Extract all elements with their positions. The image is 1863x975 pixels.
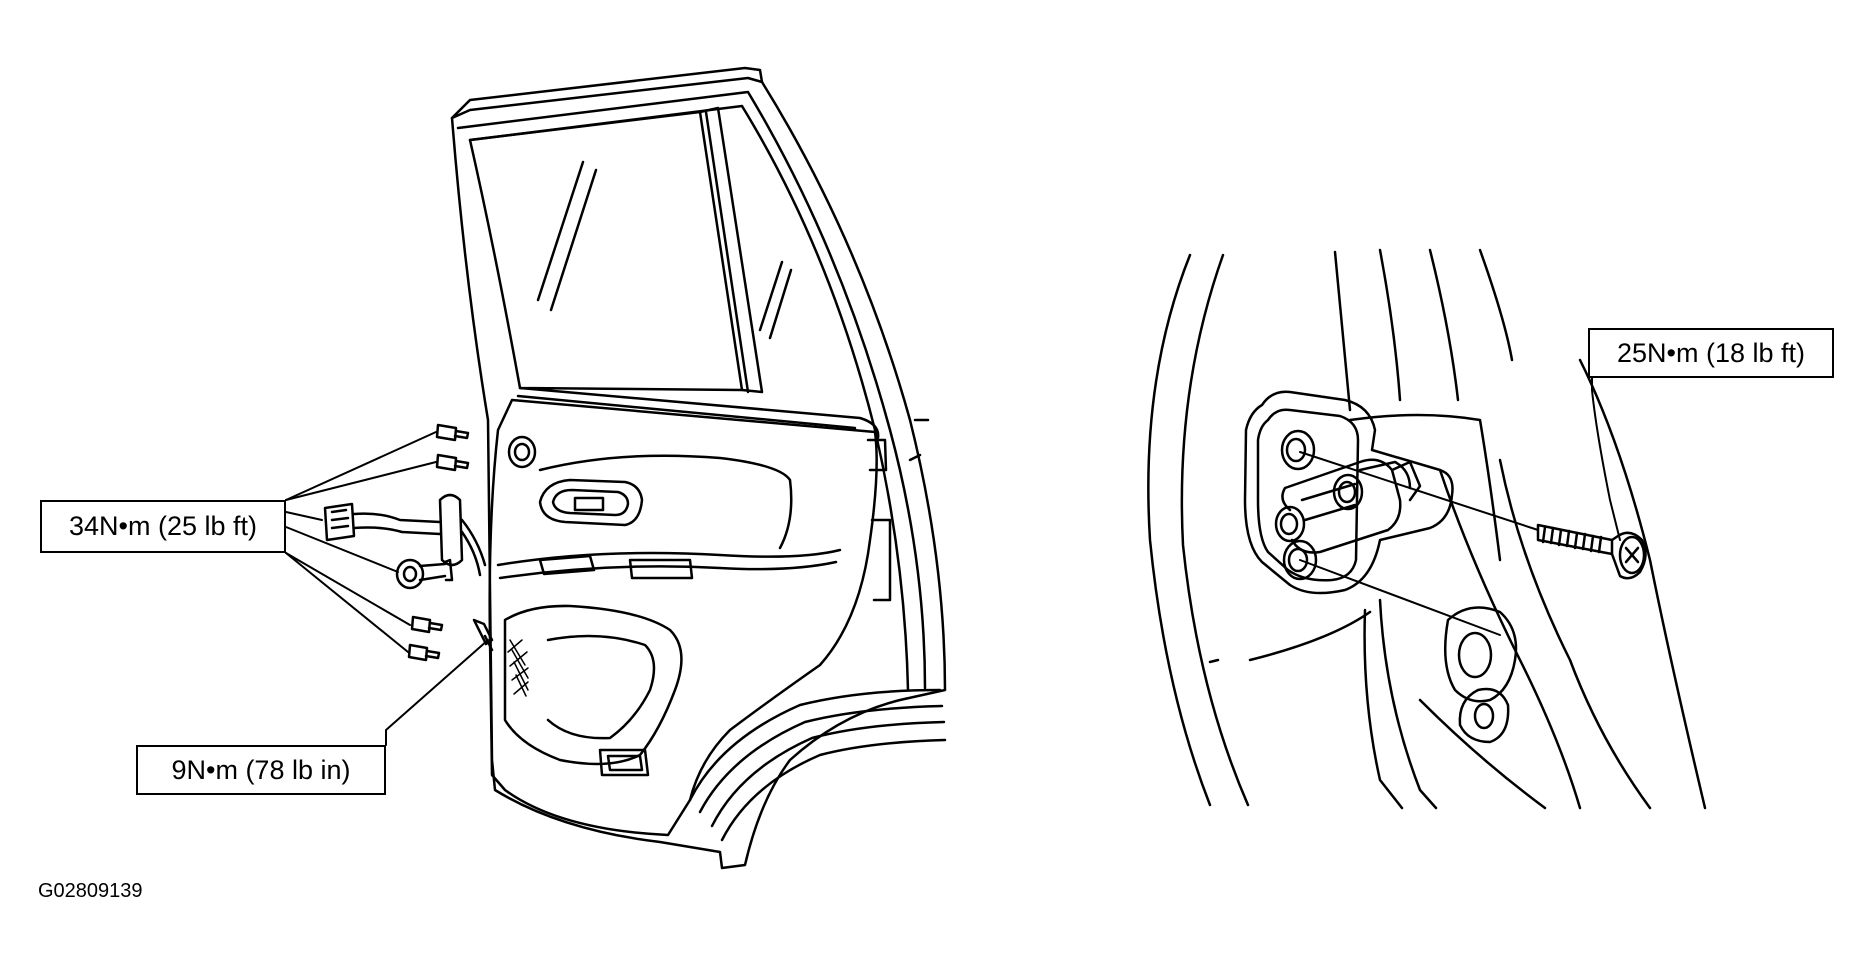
torque-callout-door-hinge-bolts: 34N•m (25 lb ft) <box>40 500 286 553</box>
figure-code: G02809139 <box>38 880 143 902</box>
leader-line-25 <box>1591 377 1621 541</box>
bolt-icon <box>407 643 441 662</box>
rear-door-illustration <box>450 66 947 870</box>
torque-callout-striker-screw: 25N•m (18 lb ft) <box>1588 328 1834 378</box>
grommet-icon <box>395 558 454 590</box>
door-outer-frame <box>450 76 947 870</box>
door-striker <box>1243 390 1454 595</box>
window-glass <box>468 110 744 392</box>
bolt-icon <box>435 423 470 442</box>
door-striker-detail <box>1147 248 1707 810</box>
bolt-icon <box>472 618 494 652</box>
inner-handle-bezel <box>538 478 644 527</box>
wiring-connector-icon <box>323 493 487 577</box>
speaker-grille <box>507 639 529 697</box>
leader-line-9 <box>385 639 489 746</box>
bolt-icon <box>435 453 470 472</box>
door-trim-panel <box>488 398 878 837</box>
leader-lines-34 <box>285 431 437 653</box>
bolt-icon <box>410 615 444 634</box>
torque-callout-trim-panel-screw: 9N•m (78 lb in) <box>136 745 386 795</box>
striker-screw-icon <box>1536 523 1647 580</box>
alignment-lines <box>1299 451 1539 636</box>
